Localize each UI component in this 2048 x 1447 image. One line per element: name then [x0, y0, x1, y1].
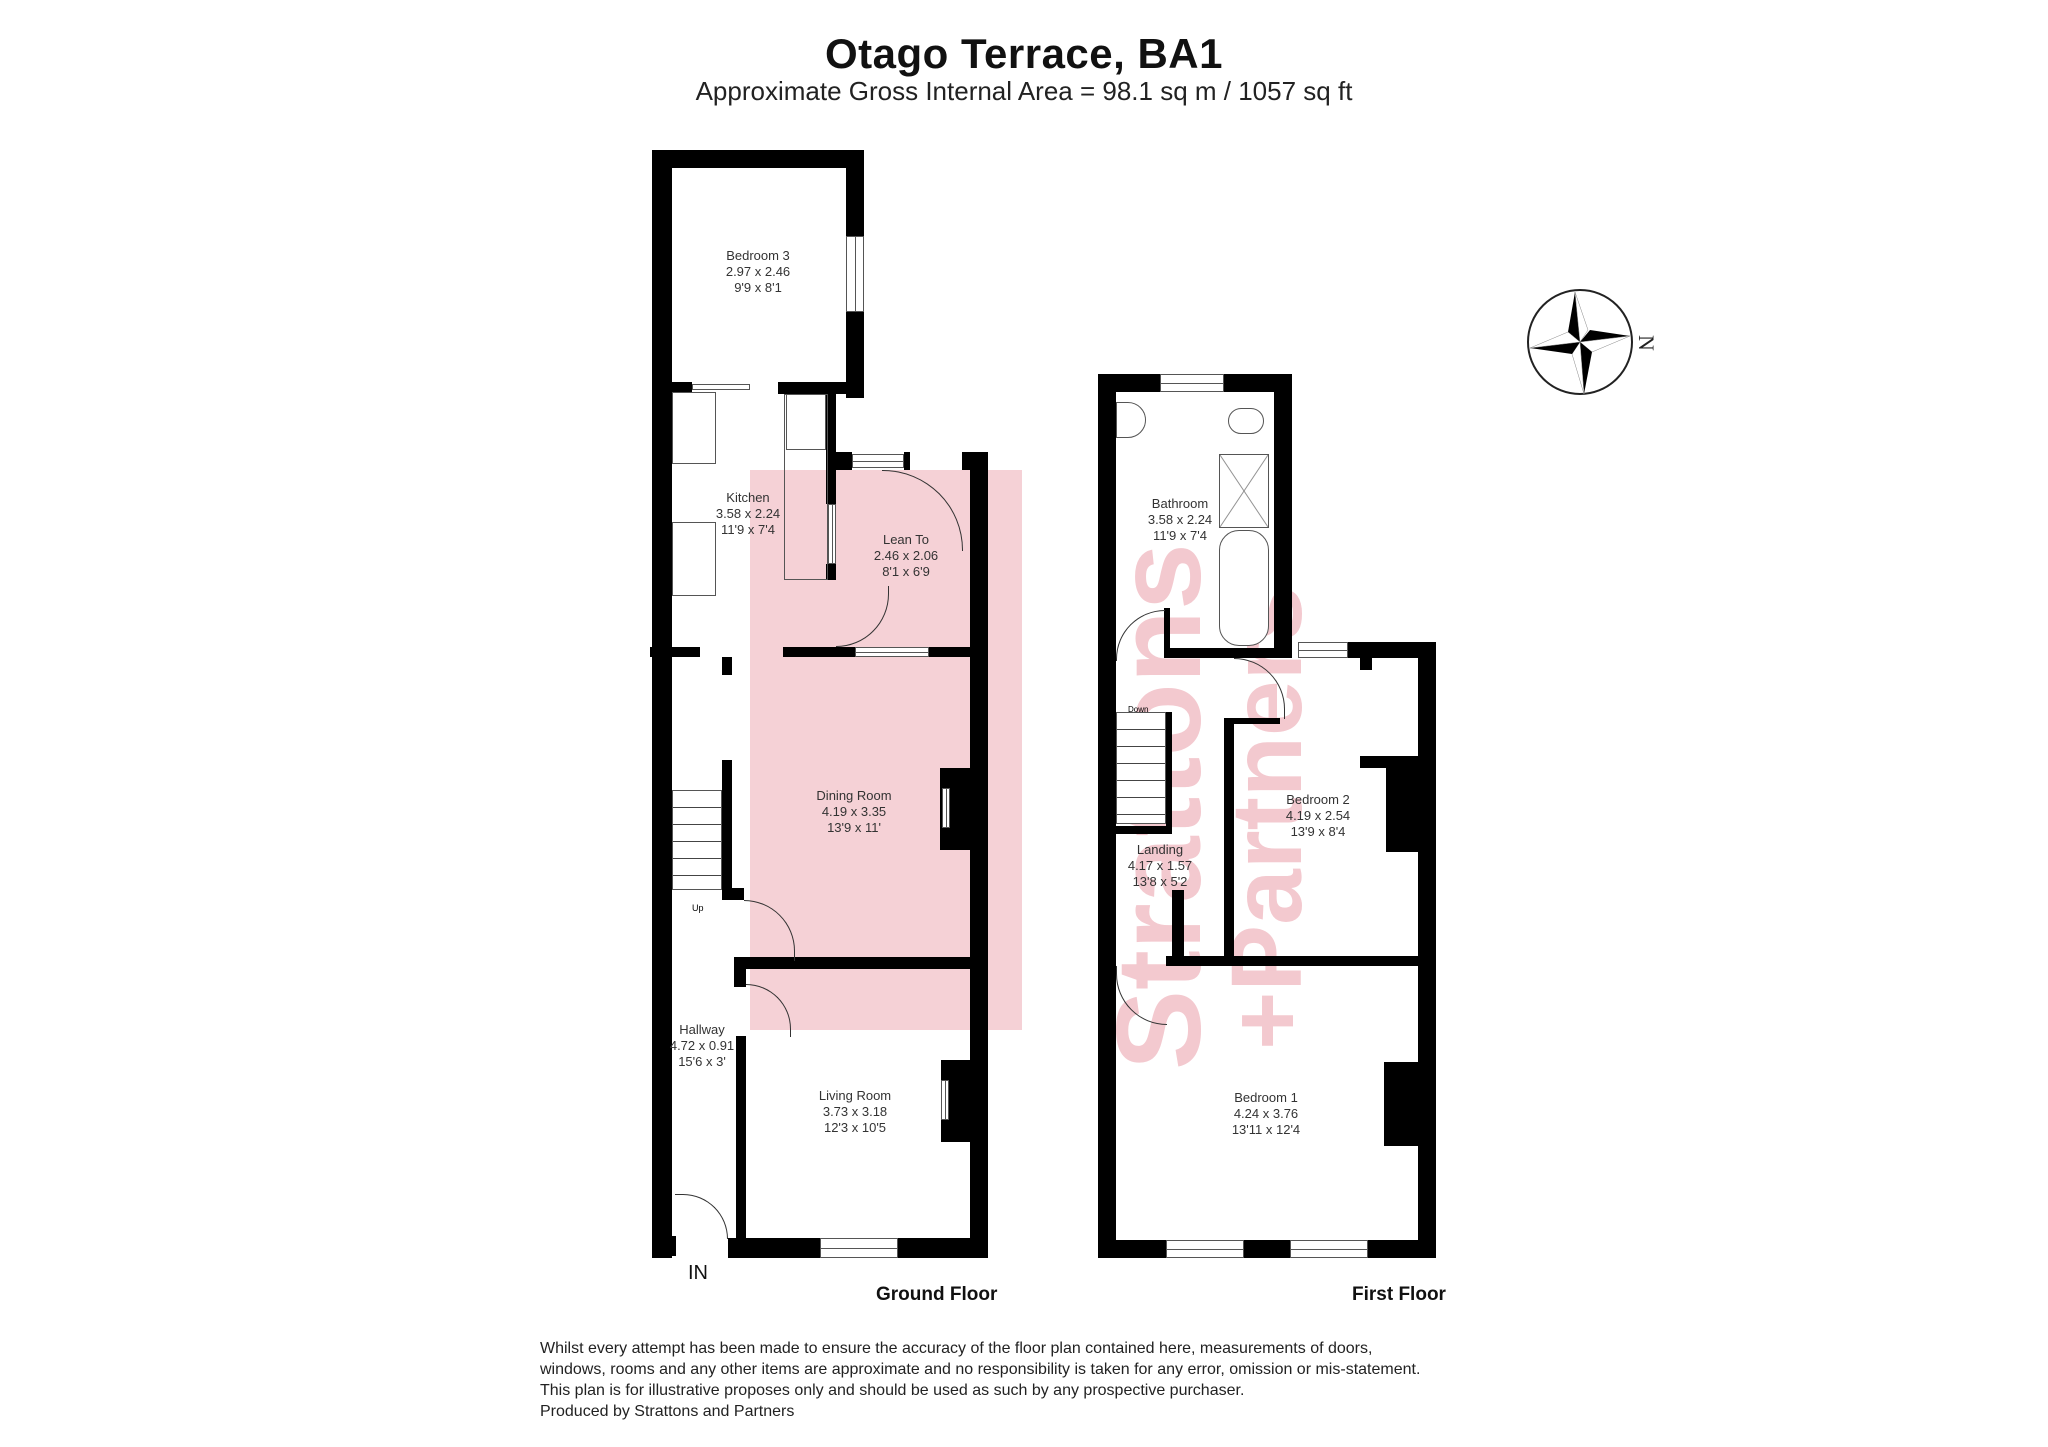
- wall: [652, 150, 672, 1258]
- wall: [929, 647, 979, 657]
- hearth: [941, 1080, 949, 1120]
- disclaimer-line: windows, rooms and any other items are a…: [540, 1361, 1421, 1378]
- wall: [734, 957, 746, 987]
- wall: [1418, 642, 1436, 1258]
- staircase: [1116, 712, 1166, 824]
- floor-label-ground: Ground Floor: [876, 1284, 998, 1305]
- wall: [1098, 374, 1160, 392]
- wall: [734, 957, 984, 969]
- kitchen-unit: [672, 392, 716, 464]
- sink-unit: [786, 394, 826, 450]
- staircase: [672, 790, 722, 890]
- wall: [1098, 1240, 1166, 1258]
- chimney-breast: [1384, 1062, 1420, 1146]
- door-sliding: [692, 384, 750, 390]
- window: [852, 454, 904, 468]
- wall: [783, 647, 855, 657]
- stairs-label-down: Down: [1128, 705, 1149, 714]
- wall: [722, 657, 732, 675]
- window: [855, 647, 929, 657]
- disclaimer: Whilst every attempt has been made to en…: [540, 1338, 1540, 1422]
- wall: [652, 1236, 676, 1256]
- wall: [722, 760, 732, 900]
- wall: [904, 452, 910, 470]
- wall: [728, 1238, 820, 1258]
- window: [846, 236, 864, 312]
- compass-icon: [1527, 289, 1633, 395]
- room-label-landing: Landing 4.17 x 1.57 13'8 x 5'2: [1127, 842, 1193, 889]
- room-label-living-room: Living Room 3.73 x 3.18 12'3 x 10'5: [818, 1088, 892, 1135]
- wall: [732, 888, 744, 900]
- entrance-label: IN: [688, 1262, 708, 1284]
- stairs-label-up: Up: [692, 903, 704, 913]
- wall: [650, 647, 700, 657]
- bath: [1219, 530, 1269, 646]
- wall: [1224, 718, 1280, 724]
- wall: [1360, 756, 1422, 768]
- compass-north-label: N: [1633, 335, 1659, 351]
- wall: [652, 150, 864, 168]
- wall: [826, 394, 836, 444]
- wall: [846, 312, 864, 398]
- disclaimer-line: Produced by Strattons and Partners: [540, 1403, 795, 1420]
- room-label-dining-room: Dining Room 4.19 x 3.35 13'9 x 11': [816, 788, 892, 835]
- wall: [846, 150, 864, 236]
- disclaimer-line: Whilst every attempt has been made to en…: [540, 1340, 1373, 1357]
- floor-label-first: First Floor: [1352, 1284, 1446, 1305]
- window: [1298, 642, 1348, 658]
- wall: [1098, 374, 1116, 1258]
- window: [828, 504, 836, 564]
- room-label-kitchen: Kitchen 3.58 x 2.24 11'9 x 7'4: [715, 490, 781, 537]
- wall: [1166, 712, 1172, 834]
- toilet: [1228, 408, 1264, 434]
- wall: [1360, 658, 1372, 670]
- wall: [826, 564, 836, 580]
- window: [820, 1238, 898, 1258]
- wall: [1348, 642, 1436, 658]
- wall: [1368, 1240, 1436, 1258]
- wall: [1164, 608, 1170, 658]
- wash-basin: [1116, 402, 1146, 438]
- compass-rose: N: [1522, 286, 1662, 411]
- room-label-lean-to: Lean To 2.46 x 2.06 8'1 x 6'9: [873, 532, 939, 579]
- room-label-bedroom-1: Bedroom 1 4.24 x 3.76 13'11 x 12'4: [1231, 1090, 1301, 1137]
- wall: [826, 452, 852, 470]
- wall: [1116, 826, 1172, 834]
- wall: [1224, 718, 1234, 960]
- room-label-bedroom-3: Bedroom 3 2.97 x 2.46 9'9 x 8'1: [725, 248, 791, 295]
- wall: [652, 382, 692, 392]
- shower-tray: [1219, 454, 1269, 528]
- room-label-hallway: Hallway 4.72 x 0.91 15'6 x 3': [669, 1022, 735, 1069]
- plan-area-subtitle: Approximate Gross Internal Area = 98.1 s…: [695, 76, 1353, 106]
- room-label-bedroom-2: Bedroom 2 4.19 x 2.54 13'9 x 8'4: [1285, 792, 1351, 839]
- wall: [1244, 1240, 1290, 1258]
- wall: [778, 382, 864, 394]
- disclaimer-line: This plan is for illustrative proposes o…: [540, 1382, 1245, 1399]
- worktop: [784, 394, 828, 580]
- wall: [1274, 374, 1292, 658]
- room-label-bathroom: Bathroom 3.58 x 2.24 11'9 x 7'4: [1147, 496, 1213, 543]
- wall: [1166, 956, 1436, 966]
- window: [1290, 1240, 1368, 1258]
- window: [1166, 1240, 1244, 1258]
- wall: [1164, 648, 1292, 658]
- window: [1160, 374, 1224, 392]
- chimney-breast: [1386, 768, 1422, 852]
- wall: [898, 1238, 988, 1258]
- kitchen-unit: [672, 522, 716, 596]
- plan-title: Otago Terrace, BA1: [824, 30, 1223, 77]
- hearth: [942, 788, 950, 828]
- wall: [826, 444, 836, 504]
- wall: [736, 1036, 746, 1258]
- front-door-swing: [675, 1194, 728, 1239]
- wall: [1172, 890, 1184, 960]
